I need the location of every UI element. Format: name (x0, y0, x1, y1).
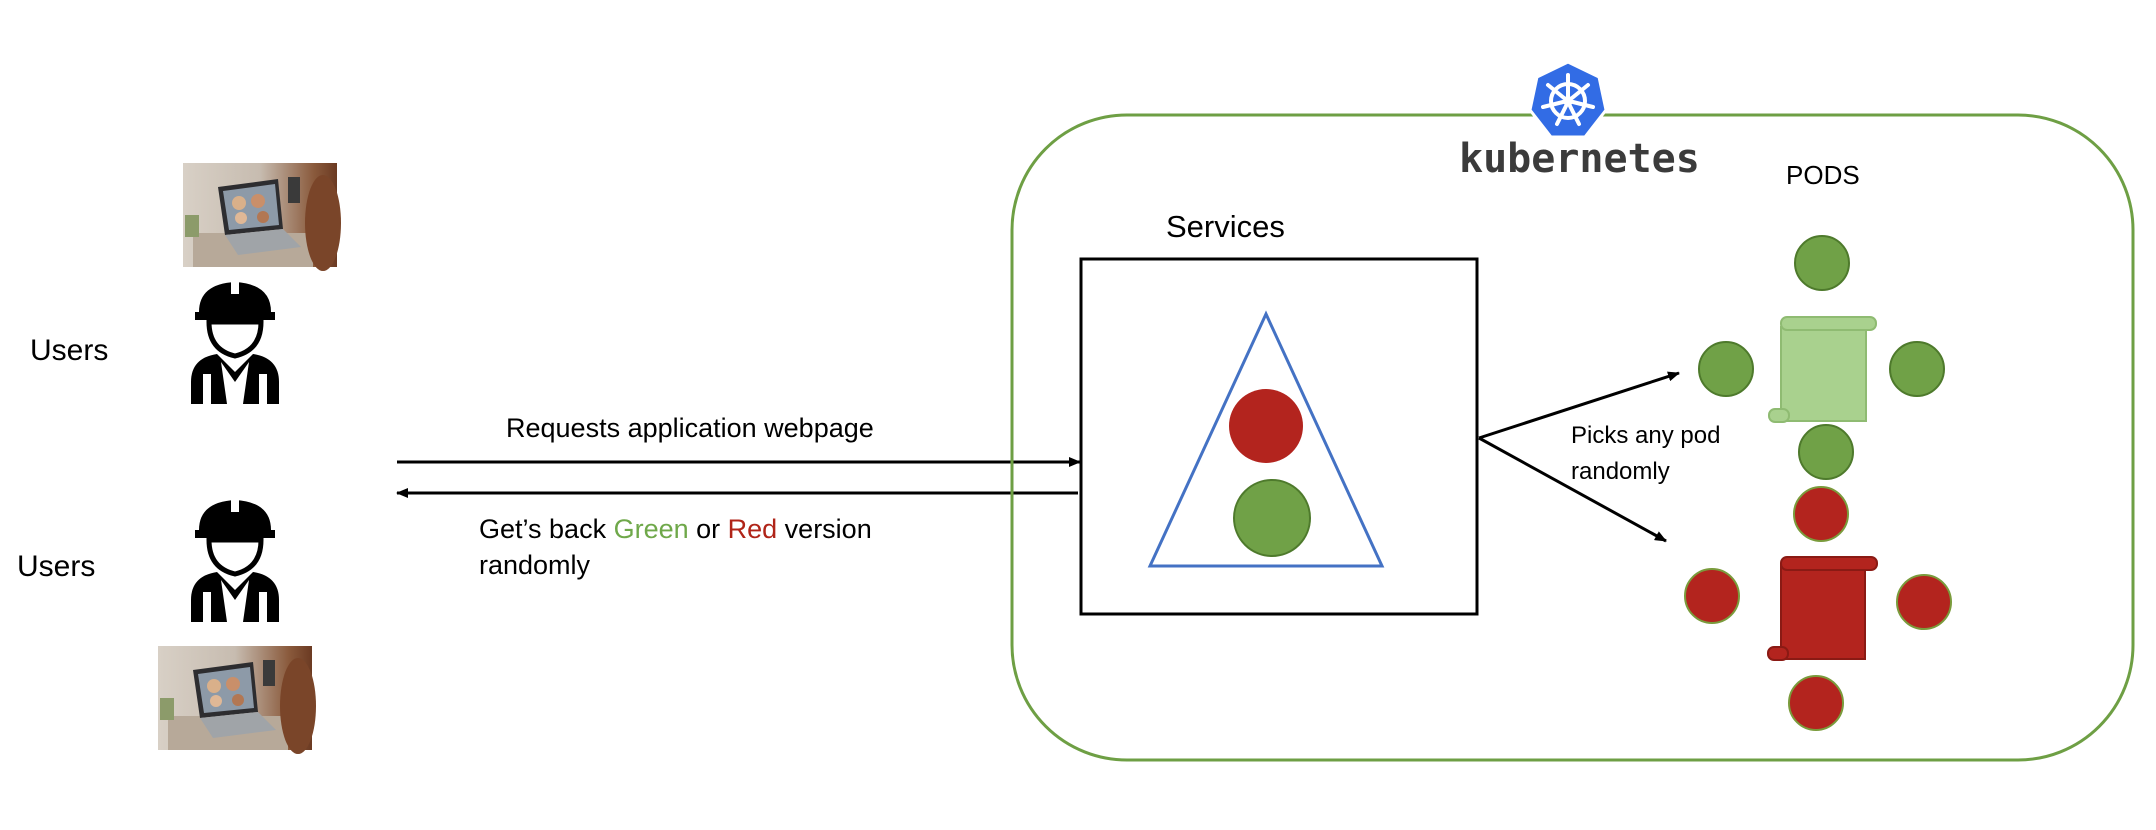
kubernetes-wordmark: kubernetes (1459, 136, 1700, 182)
response-arrow-label-line2: randomly (479, 550, 591, 580)
green-pod-right (1889, 341, 1945, 397)
green-scroll-icon (1768, 316, 1877, 423)
users-label-top: Users (30, 334, 108, 367)
laptop-video-call-photo-top (183, 163, 341, 271)
picks-arrow-label: Picks any pod (1571, 422, 1720, 449)
worker-hardhat-icon-top (191, 280, 279, 404)
response-label-red: Red (728, 514, 778, 544)
services-label: Services (1166, 209, 1285, 244)
green-pod-bottom (1798, 424, 1854, 480)
red-pod-top (1793, 486, 1849, 542)
red-pod-left (1684, 568, 1740, 624)
response-label-middle: or (689, 514, 728, 544)
service-red-version-circle (1229, 389, 1303, 463)
service-triangle (1147, 310, 1385, 568)
red-pod-bottom (1788, 675, 1844, 731)
response-label-green: Green (614, 514, 689, 544)
green-pod-top (1794, 235, 1850, 291)
response-label-prefix: Get’s back (479, 514, 614, 544)
response-arrow-label: Get’s back Green or Red version (479, 514, 872, 544)
picks-arrow-red-pods (1478, 436, 1667, 543)
red-scroll-icon (1767, 556, 1878, 661)
service-green-version-circle (1233, 479, 1311, 557)
pods-label: PODS (1786, 160, 1860, 190)
kubernetes-helm-icon (1528, 60, 1608, 139)
picks-arrow-label-line2: randomly (1571, 458, 1670, 485)
worker-hardhat-icon-bottom (191, 498, 279, 622)
request-arrow-label: Requests application webpage (506, 413, 874, 443)
picks-arrow-green-pods (1478, 371, 1680, 440)
green-pods-group (1698, 235, 1945, 480)
green-pod-left (1698, 341, 1754, 397)
laptop-video-call-photo-bottom (158, 646, 316, 754)
red-pods-group (1684, 486, 1952, 731)
red-pod-right (1896, 574, 1952, 630)
response-label-suffix: version (777, 514, 872, 544)
users-label-bottom: Users (17, 550, 95, 583)
